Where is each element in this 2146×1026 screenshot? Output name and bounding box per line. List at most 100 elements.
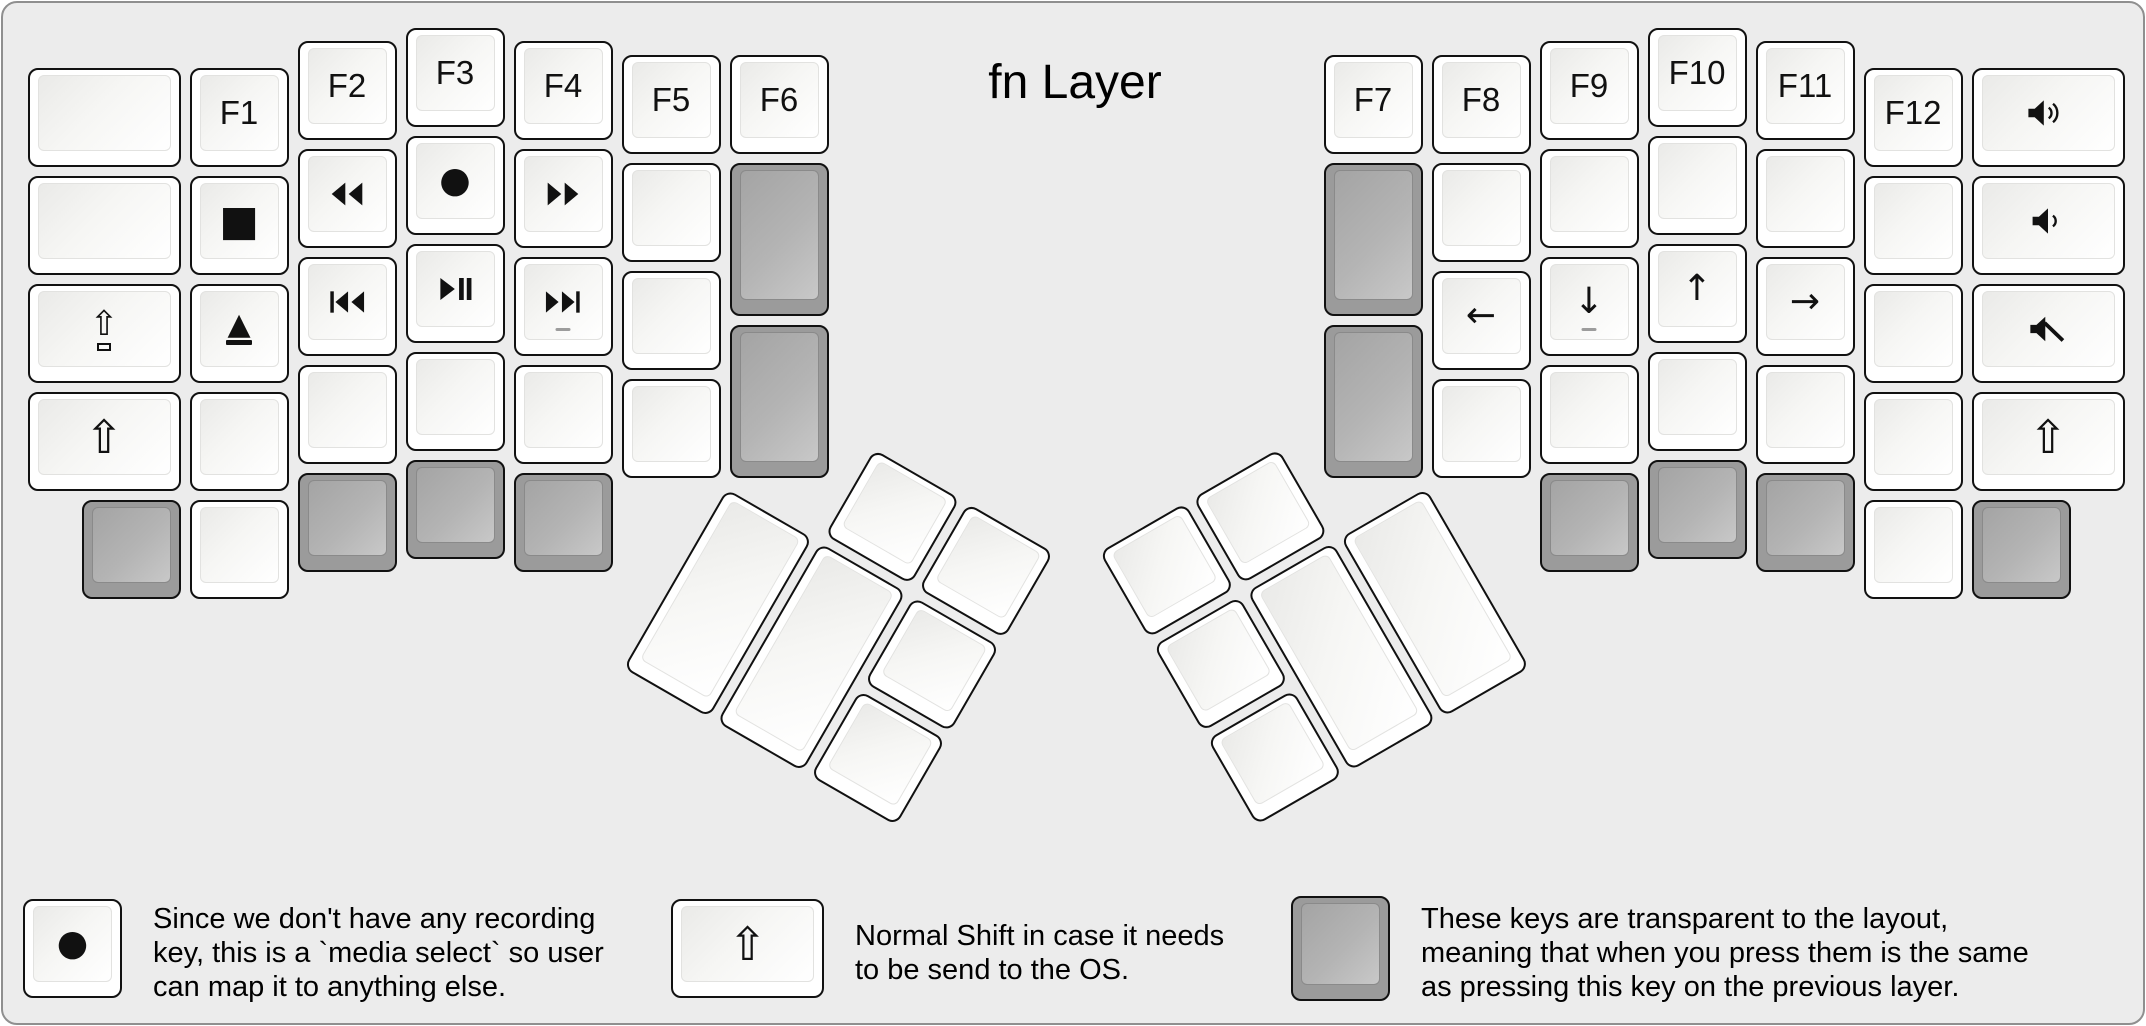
key-f3[interactable]: F3 [405,27,505,127]
legend-text-shift: Normal Shift in case it needs to be send… [855,920,1225,986]
key-f7[interactable]: F7 [1323,54,1423,154]
keycap-top: ⇧ [1981,399,2115,475]
keycap-top [415,466,495,543]
key-blank[interactable] [621,378,721,478]
shift-icon: ⇧ [2028,410,2068,464]
key-volume-up[interactable] [1971,68,2125,167]
key-blank[interactable] [1647,351,1747,451]
key-prev-track[interactable] [297,257,397,356]
key-transparent[interactable] [1971,500,2071,599]
keycap-top: ▲ [199,291,279,367]
key-blank[interactable] [1539,365,1639,464]
key-transparent[interactable] [81,500,181,599]
keycap-top [307,156,387,232]
key-arrow-down[interactable]: ↓ [1539,257,1639,356]
key-blank[interactable] [1755,149,1855,248]
key-volume-down[interactable] [1971,176,2125,275]
key-blank[interactable] [189,500,289,599]
key-next-track[interactable] [513,257,613,356]
key-stop[interactable]: ■ [189,176,289,275]
key-blank[interactable] [1863,392,1963,491]
key-arrow-right[interactable]: → [1755,257,1855,356]
key-capslock[interactable]: ⇧ [27,284,181,383]
keycap-top [1873,399,1953,475]
key-arrow-left[interactable]: ← [1431,270,1531,370]
keycap-top [415,250,495,327]
key-blank[interactable] [405,351,505,451]
key-blank[interactable] [1863,176,1963,275]
key-blank[interactable] [27,176,181,275]
key-blank[interactable] [1647,135,1747,235]
key-blank[interactable] [1539,149,1639,248]
key-transparent[interactable] [1323,162,1423,316]
key-record: ● [23,899,122,998]
key-blank[interactable] [621,162,721,262]
key-blank[interactable] [189,392,289,491]
key-arrow-up[interactable]: ↑ [1647,243,1747,343]
arrow-right-icon: → [1789,281,1821,322]
key-blank[interactable] [297,365,397,464]
key-blank[interactable] [1431,162,1531,262]
key-f10[interactable]: F10 [1647,27,1747,127]
key-f9[interactable]: F9 [1539,41,1639,140]
keycap-top [1765,372,1845,448]
key-transparent[interactable] [1539,473,1639,572]
key-transparent[interactable] [729,162,829,316]
keycap-top [739,331,819,462]
key-shift[interactable]: ⇧ [27,392,181,491]
key-blank[interactable] [513,365,613,464]
key-blank[interactable] [621,270,721,370]
keycap-top [1164,607,1272,713]
rewind-icon [330,181,364,207]
keycap-top [199,507,279,583]
key-f5[interactable]: F5 [621,54,721,154]
key-transparent[interactable] [729,324,829,478]
key-blank[interactable] [1863,500,1963,599]
keycap-top: F1 [199,75,279,151]
key-transparent[interactable] [405,459,505,559]
key-f2[interactable]: F2 [297,41,397,140]
key-play-pause[interactable] [405,243,505,343]
legend-text-record: Since we don't have any recording key, t… [153,903,604,1003]
mute-icon [2029,315,2067,343]
key-f1[interactable]: F1 [189,68,289,167]
record-icon: ● [56,923,89,964]
key-transparent[interactable] [1323,324,1423,478]
keycap-top [1657,466,1737,543]
keycap-top [37,183,171,259]
key-blank[interactable] [1431,378,1531,478]
keycap-top [1549,480,1629,556]
keycap-top [1981,507,2061,583]
keycap-top: ↑ [1657,250,1737,327]
shift-icon: ⇧ [84,410,124,464]
key-fast-forward[interactable] [513,149,613,248]
key-transparent[interactable] [513,473,613,572]
key-f12[interactable]: F12 [1863,68,1963,167]
keycap-top [307,264,387,340]
keycap-top: ← [1441,277,1521,354]
key-eject[interactable]: ▲ [189,284,289,383]
keycap-top: F5 [631,61,711,138]
key-f8[interactable]: F8 [1431,54,1531,154]
keycap-top [1765,156,1845,232]
key-f6[interactable]: F6 [729,54,829,154]
key-transparent[interactable] [297,473,397,572]
legend-item-transparent: These keys are transparent to the layout… [1291,891,2029,1015]
key-f11[interactable]: F11 [1755,41,1855,140]
key-rewind[interactable] [297,149,397,248]
key-f4[interactable]: F4 [513,41,613,140]
keycap-top [307,480,387,556]
keycap-top [1333,331,1413,462]
legend-key-shift: ⇧ [671,899,833,1007]
key-transparent[interactable] [1755,473,1855,572]
keycap-top [1873,507,1953,583]
key-blank[interactable] [1755,365,1855,464]
key-label: F1 [219,94,259,131]
key-record[interactable]: ● [405,135,505,235]
key-blank[interactable] [1863,284,1963,383]
key-mute[interactable] [1971,284,2125,383]
key-transparent[interactable] [1647,459,1747,559]
key-shift[interactable]: ⇧ [1971,392,2125,491]
keycap-top [1441,385,1521,462]
key-blank[interactable] [27,68,181,167]
